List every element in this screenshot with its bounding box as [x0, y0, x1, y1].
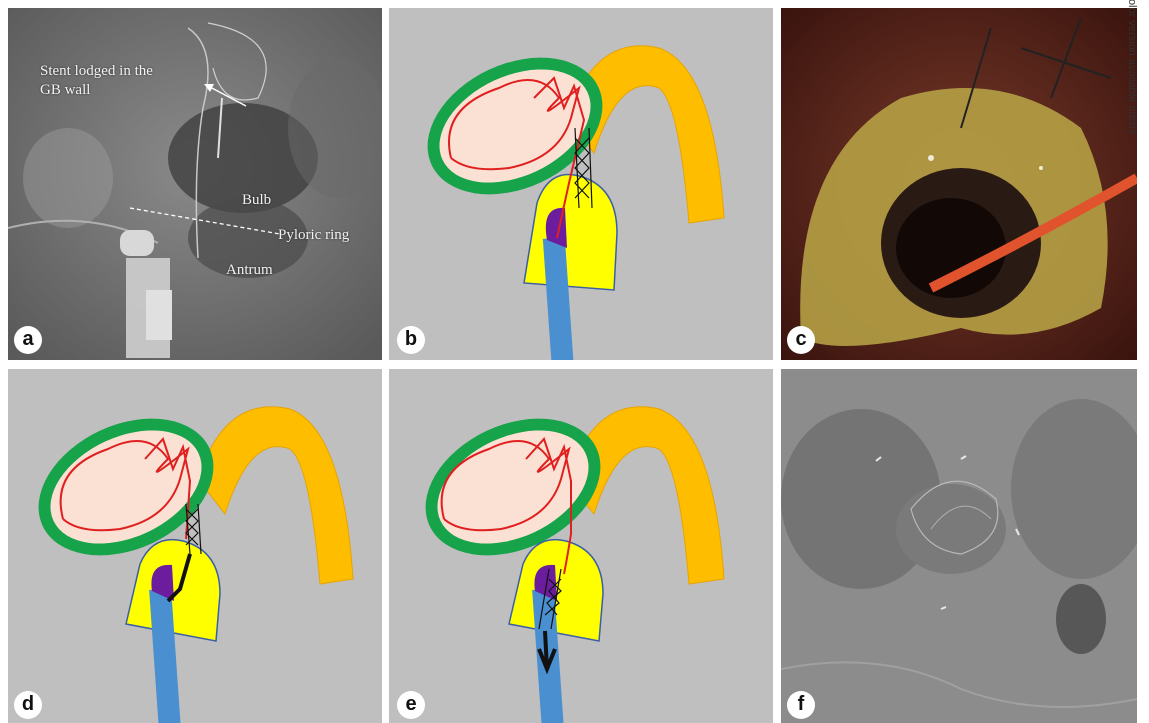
schematic-e [389, 369, 773, 723]
panel-b-schematic: b [389, 8, 773, 360]
endoscopy-image-c [781, 8, 1137, 360]
annotation-stent: Stent lodged in the [40, 62, 153, 81]
panel-e-schematic: e [389, 369, 773, 723]
schematic-d [8, 369, 382, 723]
panel-f-fluoroscopy: f [781, 369, 1137, 723]
panel-a-label: a [14, 326, 42, 354]
schematic-b [389, 8, 773, 360]
fluoroscopy-image-a [8, 8, 382, 360]
panel-d-label: d [14, 691, 42, 719]
annotation-antrum: Antrum [226, 261, 273, 280]
panel-f-label: f [787, 691, 815, 719]
panel-c-endoscopy: c [781, 8, 1137, 360]
panel-d-schematic: d [8, 369, 382, 723]
annotation-pyloric-ring: Pyloric ring [278, 226, 349, 245]
panel-a-fluoroscopy: Stent lodged in the GB wall Bulb Pyloric… [8, 8, 382, 360]
panel-e-label: e [397, 691, 425, 719]
annotation-stent-line2: GB wall [40, 81, 90, 100]
panel-c-label: c [787, 326, 815, 354]
color-version-note: Color version available online [1126, 0, 1138, 201]
panel-b-label: b [397, 326, 425, 354]
fluoroscopy-image-f [781, 369, 1137, 723]
annotation-bulb: Bulb [242, 191, 271, 210]
